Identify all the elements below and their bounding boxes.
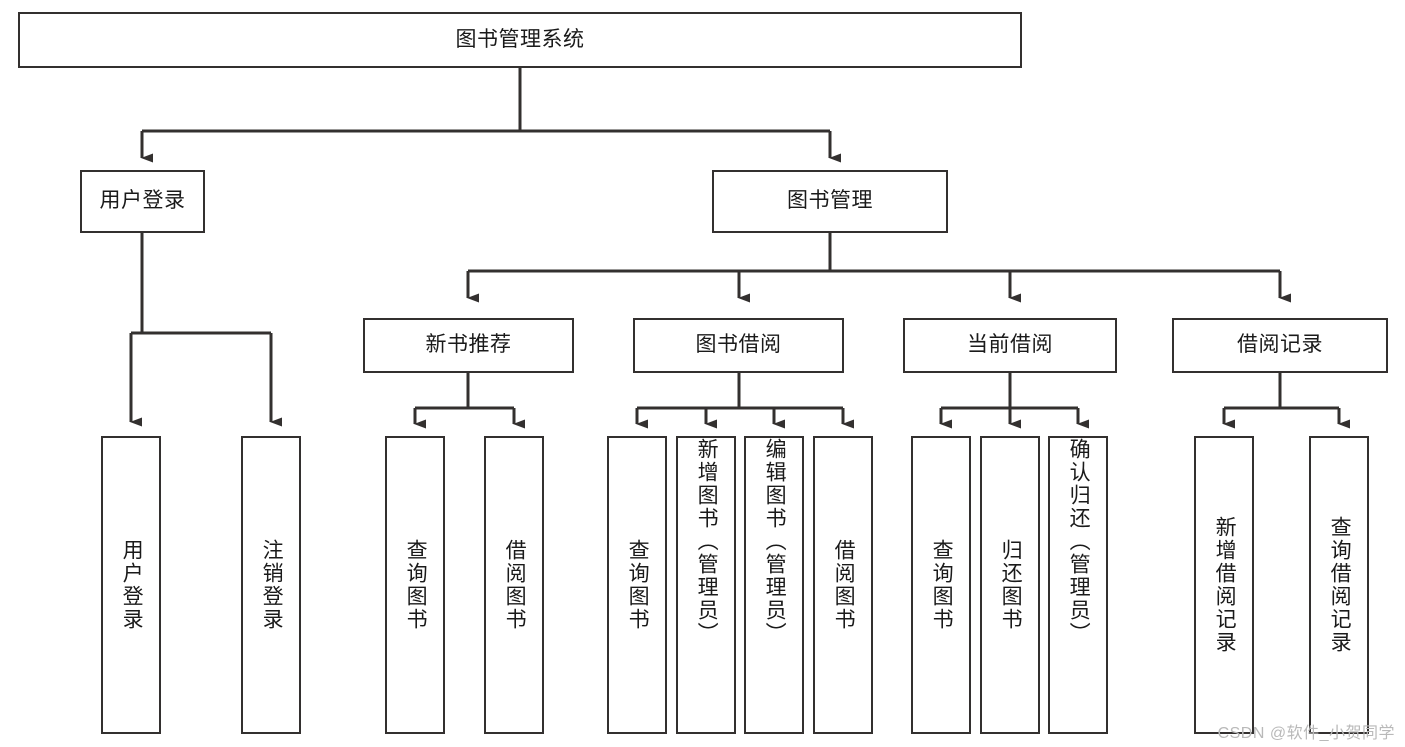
leaf-logout-login-label: 注销登录 <box>260 539 284 631</box>
leaf-query-book-3[interactable]: 查询图书 <box>911 436 971 734</box>
leaf-query-book-3-label: 查询图书 <box>930 539 954 631</box>
leaf-add-record-label: 新增借阅记录 <box>1213 516 1237 654</box>
leaf-return-book-label: 归还图书 <box>999 539 1023 631</box>
node-current-borrow[interactable]: 当前借阅 <box>903 318 1117 373</box>
node-book-management[interactable]: 图书管理 <box>712 170 948 233</box>
leaf-add-record[interactable]: 新增借阅记录 <box>1194 436 1254 734</box>
leaf-query-book-1[interactable]: 查询图书 <box>385 436 445 734</box>
leaf-add-book-label: 新增图书（管理员） <box>695 438 719 645</box>
leaf-query-record[interactable]: 查询借阅记录 <box>1309 436 1369 734</box>
csdn-watermark: CSDN @软件_小贺同学 <box>1217 725 1395 742</box>
leaf-confirm-return-label: 确认归还（管理员） <box>1067 438 1091 645</box>
node-current-borrow-label: 当前借阅 <box>967 333 1053 357</box>
leaf-query-book-2[interactable]: 查询图书 <box>607 436 667 734</box>
leaf-return-book[interactable]: 归还图书 <box>980 436 1040 734</box>
node-book-borrow[interactable]: 图书借阅 <box>633 318 844 373</box>
leaf-borrow-book-2[interactable]: 借阅图书 <box>813 436 873 734</box>
node-root-label: 图书管理系统 <box>455 27 585 51</box>
leaf-user-login-label: 用户登录 <box>120 539 144 631</box>
leaf-confirm-return[interactable]: 确认归还（管理员） <box>1048 436 1108 734</box>
leaf-query-record-label: 查询借阅记录 <box>1328 516 1352 654</box>
leaf-add-book[interactable]: 新增图书（管理员） <box>676 436 736 734</box>
leaf-query-book-1-label: 查询图书 <box>404 539 428 631</box>
node-root[interactable]: 图书管理系统 <box>18 12 1022 68</box>
node-borrow-record-label: 借阅记录 <box>1237 333 1323 357</box>
leaf-logout-login[interactable]: 注销登录 <box>241 436 301 734</box>
node-user-login[interactable]: 用户登录 <box>80 170 205 233</box>
node-user-login-label: 用户登录 <box>99 189 186 213</box>
node-book-borrow-label: 图书借阅 <box>695 333 782 357</box>
leaf-query-book-2-label: 查询图书 <box>626 539 650 631</box>
leaf-user-login[interactable]: 用户登录 <box>101 436 161 734</box>
leaf-borrow-book-1[interactable]: 借阅图书 <box>484 436 544 734</box>
leaf-borrow-book-1-label: 借阅图书 <box>503 539 527 631</box>
node-new-book-recommend-label: 新书推荐 <box>425 333 512 357</box>
leaf-edit-book[interactable]: 编辑图书（管理员） <box>744 436 804 734</box>
leaf-borrow-book-2-label: 借阅图书 <box>832 539 856 631</box>
node-borrow-record[interactable]: 借阅记录 <box>1172 318 1388 373</box>
node-new-book-recommend[interactable]: 新书推荐 <box>363 318 574 373</box>
leaf-edit-book-label: 编辑图书（管理员） <box>763 438 787 645</box>
node-book-management-label: 图书管理 <box>787 189 873 213</box>
